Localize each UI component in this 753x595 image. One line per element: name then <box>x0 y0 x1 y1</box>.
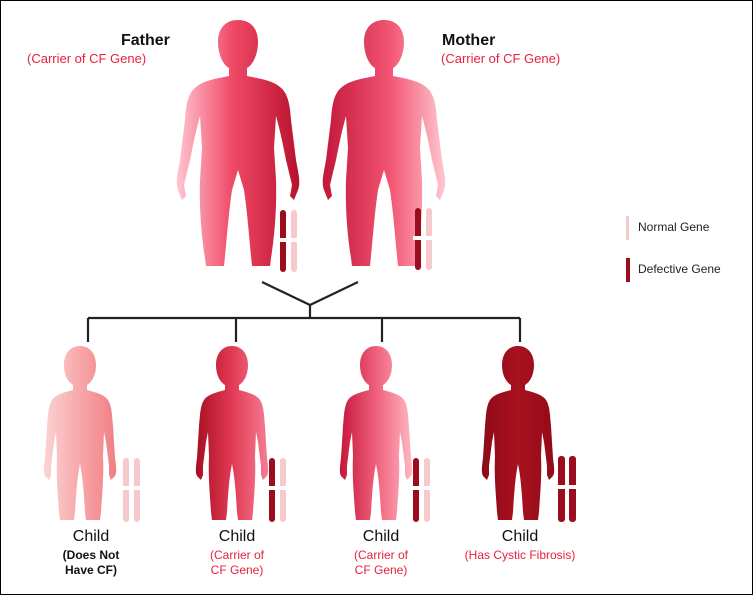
child-4-status: (Has Cystic Fibrosis) <box>440 548 600 563</box>
inheritance-connector <box>88 282 520 342</box>
child-3-gene-pair <box>411 458 432 522</box>
mother-label: Mother <box>442 32 495 50</box>
child-2-figure <box>196 346 268 520</box>
legend-normal-swatch <box>626 216 629 240</box>
child-3-figure <box>340 346 412 520</box>
child-3-label: Child <box>306 528 456 546</box>
child-1-label: Child <box>16 528 166 546</box>
father-status: (Carrier of CF Gene) <box>27 51 146 66</box>
child-2-label: Child <box>162 528 312 546</box>
mother-status: (Carrier of CF Gene) <box>441 51 560 66</box>
father-label: Father <box>121 32 170 50</box>
mother-gene-pair <box>413 208 434 270</box>
child-1-figure <box>44 346 116 520</box>
legend-defective-swatch <box>626 258 630 282</box>
father-gene-pair <box>278 210 299 272</box>
child-2-gene-pair <box>267 458 288 522</box>
child-4-label: Child <box>445 528 595 546</box>
legend-normal-label: Normal Gene <box>638 220 709 234</box>
legend-defective-label: Defective Gene <box>638 262 721 276</box>
child-4-figure <box>482 346 554 520</box>
child-1-gene-pair <box>121 458 142 522</box>
child-4-gene-pair <box>556 456 578 522</box>
